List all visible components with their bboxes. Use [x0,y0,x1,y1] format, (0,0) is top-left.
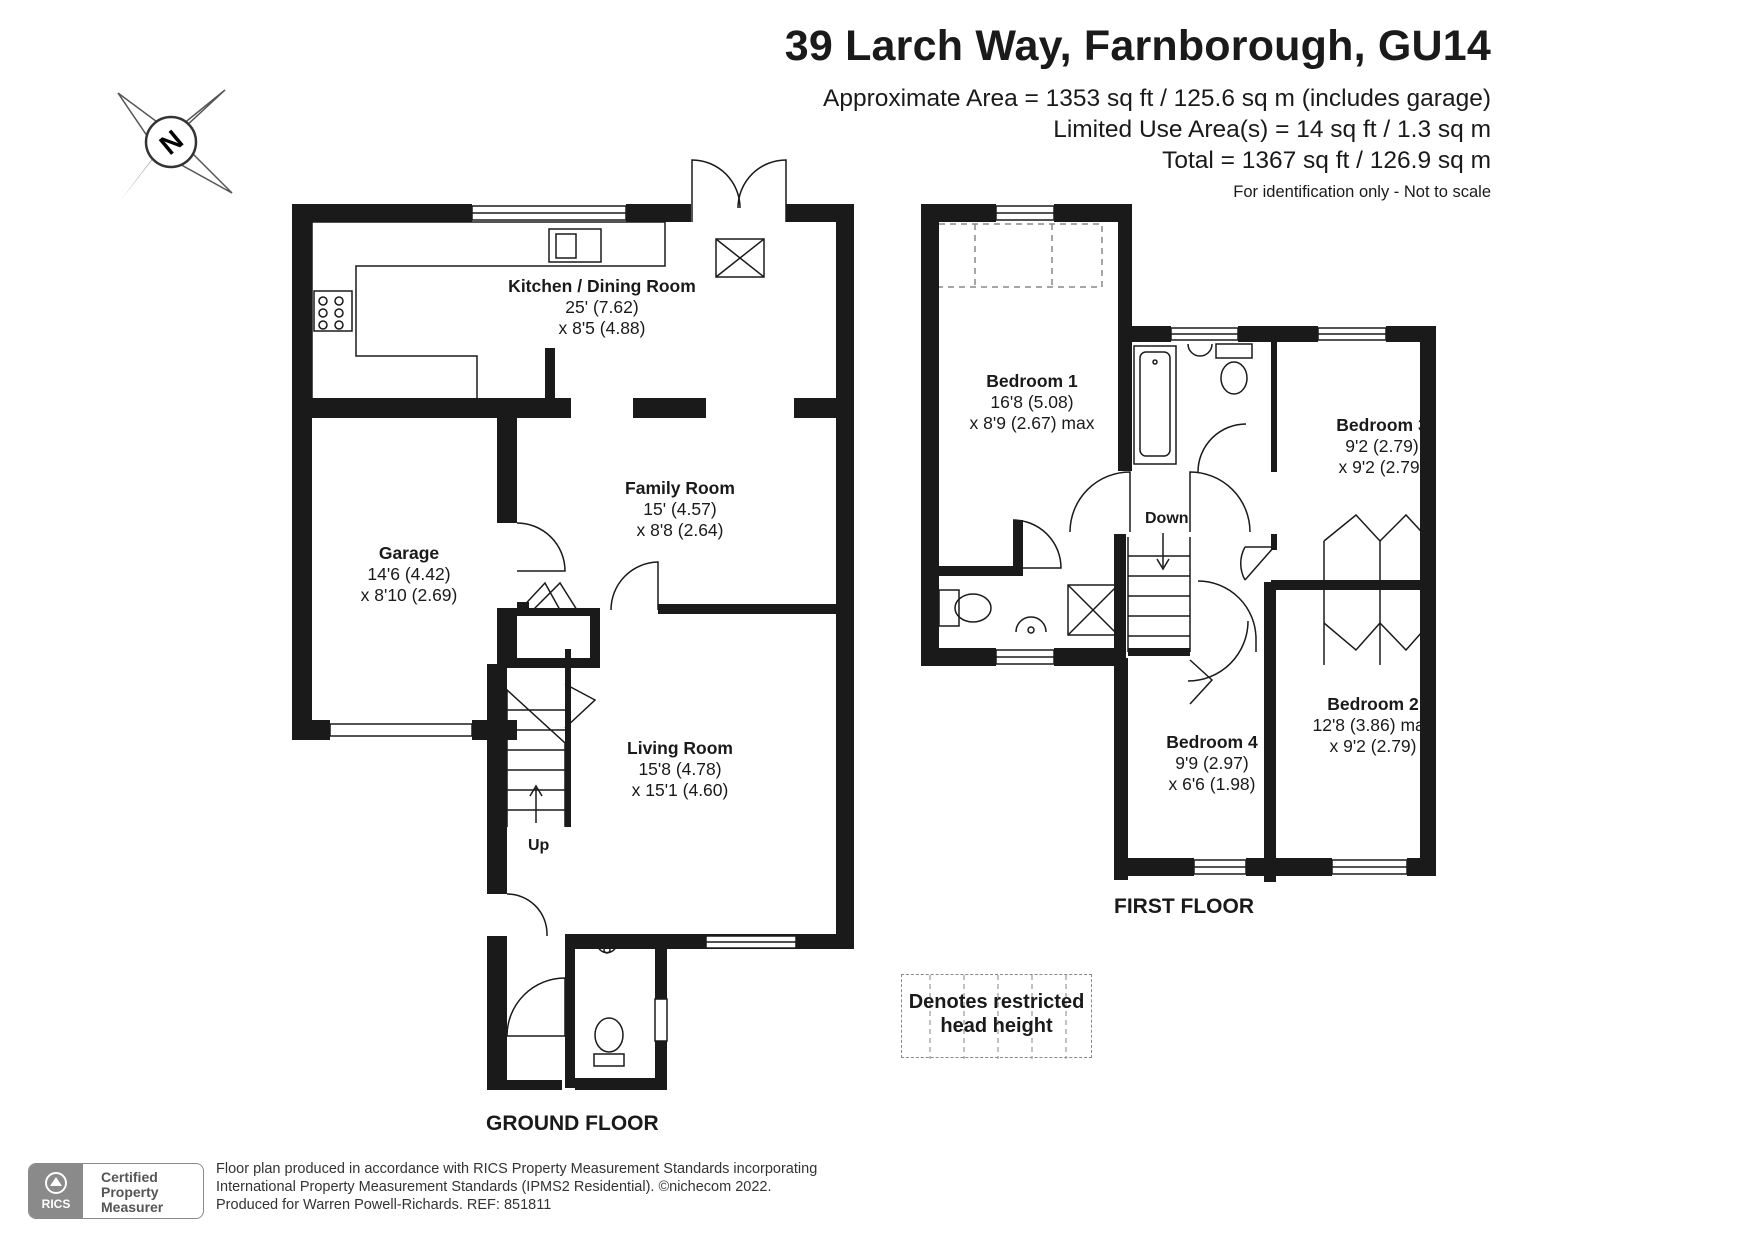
room-garage: Garage 14'6 (4.42) x 8'10 (2.69) [361,543,458,606]
room-bedroom-4: Bedroom 4 9'9 (2.97) x 6'6 (1.98) [1166,732,1257,795]
room-bedroom-1: Bedroom 1 16'8 (5.08) x 8'9 (2.67) max [970,371,1095,434]
room-dimension: x 15'1 (4.60) [631,780,729,800]
legend-text: Denotes restricted head height [901,990,1092,1038]
room-dimension: x 9'2 (2.79) [1338,457,1426,477]
property-address-title: 39 Larch Way, Farnborough, GU14 [784,22,1491,70]
footer-credits: Floor plan produced in accordance with R… [216,1160,817,1214]
footer-line: Produced for Warren Powell-Richards. REF… [216,1197,552,1213]
room-dimension: x 8'5 (4.88) [558,318,646,338]
ground-floor-fixtures [311,159,797,1067]
room-dimension: x 8'10 (2.69) [360,585,458,605]
room-dimension: 16'8 (5.08) [990,392,1074,412]
ground-floor-label: GROUND FLOOR [486,1112,659,1135]
room-dimension: x 8'8 (2.64) [636,520,724,540]
room-name: Bedroom 2 [1327,694,1419,714]
total-area-text: Total = 1367 sq ft / 126.9 sq m [1162,147,1491,174]
room-bedroom-3: Bedroom 3 9'2 (2.79) x 9'2 (2.79) [1336,415,1427,478]
room-dimension: 9'9 (2.97) [1175,753,1249,773]
room-family: Family Room 15' (4.57) x 8'8 (2.64) [625,478,735,541]
first-floor-fixtures [938,205,1431,875]
restricted-height-legend-box [901,974,1092,1059]
rics-crest-icon [45,1172,67,1194]
room-dimension: 12'8 (3.86) max [1312,715,1434,735]
approximate-area-text: Approximate Area = 1353 sq ft / 125.6 sq… [822,85,1491,112]
room-name: Bedroom 3 [1336,415,1428,435]
scale-disclaimer: For identification only - Not to scale [1233,183,1491,201]
room-dimension: x 6'6 (1.98) [1168,774,1256,794]
rics-logo-panel: RICS [29,1164,83,1218]
stairs-down-label: Down [1145,510,1189,527]
room-name: Bedroom 1 [986,371,1078,391]
room-dimension: 25' (7.62) [565,297,639,317]
room-name: Kitchen / Dining Room [508,276,696,296]
limited-use-area-text: Limited Use Area(s) = 14 sq ft / 1.3 sq … [1053,116,1491,143]
rics-certified-badge: RICS Certified Property Measurer [28,1163,204,1219]
room-dimension: 9'2 (2.79) [1345,436,1419,456]
room-kitchen-dining: Kitchen / Dining Room 25' (7.62) x 8'5 (… [508,276,696,339]
legend-line: head height [940,1015,1053,1037]
room-name: Bedroom 4 [1166,732,1258,752]
compass-icon: N [117,89,233,200]
legend-hatch [929,975,1067,1059]
first-floor-label: FIRST FLOOR [1114,895,1254,918]
legend-line: Denotes restricted [908,991,1085,1013]
ground-floor-walls [292,204,854,1090]
room-dimension: x 8'9 (2.67) max [969,413,1095,433]
room-dimension: x 9'2 (2.79) [1329,736,1417,756]
room-bedroom-2: Bedroom 2 12'8 (3.86) max x 9'2 (2.79) [1312,694,1433,757]
room-name: Family Room [625,478,735,498]
room-dimension: 15'8 (4.78) [638,759,722,779]
room-dimension: 14'6 (4.42) [367,564,451,584]
room-name: Living Room [627,738,733,758]
stairs-up-label: Up [528,837,550,854]
room-name: Garage [378,543,440,563]
room-living: Living Room 15'8 (4.78) x 15'1 (4.60) [627,738,733,801]
footer-line: International Property Measurement Stand… [216,1179,772,1195]
rics-certified-text: Certified Property Measurer [101,1169,164,1215]
footer-line: Floor plan produced in accordance with R… [216,1161,818,1177]
room-dimension: 15' (4.57) [643,499,717,519]
rics-org-text: RICS [41,1197,71,1211]
